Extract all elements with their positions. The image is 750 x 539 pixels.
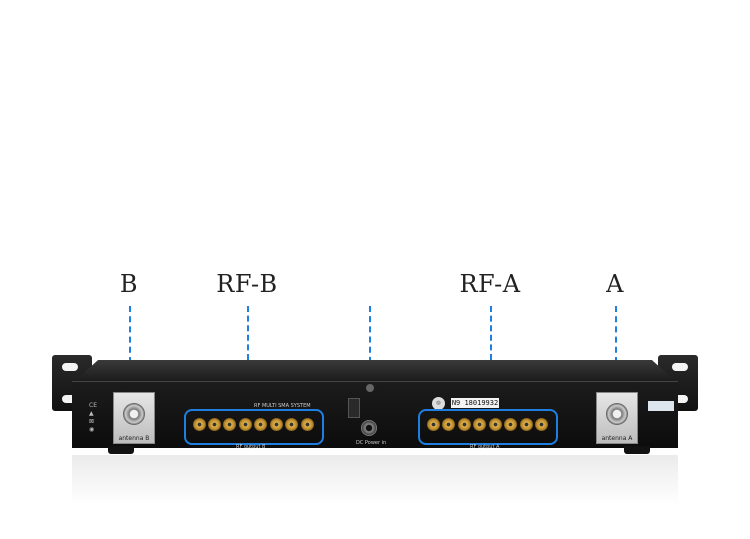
system-label: RF MULTI SMA SYSTEM <box>254 403 311 409</box>
sma-connector[interactable] <box>239 418 252 431</box>
sma-connector[interactable] <box>254 418 267 431</box>
power-jack-icon[interactable] <box>361 420 377 436</box>
sma-connector[interactable] <box>535 418 548 431</box>
info-icon: ◉ <box>89 426 95 433</box>
sma-connector[interactable] <box>489 418 502 431</box>
serial-number: N9 18019932 <box>451 398 499 408</box>
antenna-a-label: antenna A <box>601 435 633 442</box>
bnc-connector-icon <box>123 403 145 425</box>
brand-logo-icon: ◎ <box>432 397 445 410</box>
sma-connector[interactable] <box>473 418 486 431</box>
rf-output-a-group <box>418 409 558 445</box>
callout-line-rf-a <box>490 306 492 408</box>
sma-connector[interactable] <box>223 418 236 431</box>
sma-connector[interactable] <box>270 418 283 431</box>
rf-output-b-label: RF output B <box>236 444 266 450</box>
certification-icons: CE ▲ ⊠ ◉ <box>89 402 103 434</box>
chassis-top <box>74 360 676 382</box>
sma-connector[interactable] <box>193 418 206 431</box>
power-label: DC Power in <box>356 440 387 446</box>
power-switch[interactable] <box>348 398 360 418</box>
antenna-b-label: antenna B <box>118 435 150 442</box>
rf-output-b-group <box>184 409 324 445</box>
sma-connector[interactable] <box>285 418 298 431</box>
reflection <box>72 455 678 505</box>
rack-hole <box>62 395 78 403</box>
foot <box>624 446 650 454</box>
sma-connector[interactable] <box>442 418 455 431</box>
sma-connector[interactable] <box>504 418 517 431</box>
antenna-b-port[interactable]: antenna B <box>113 392 155 444</box>
bnc-connector-icon <box>606 403 628 425</box>
weee-bin-icon: ⊠ <box>89 418 95 425</box>
sma-connector[interactable] <box>458 418 471 431</box>
foot <box>108 446 134 454</box>
callout-label-a: A <box>606 270 624 298</box>
rack-hole <box>672 363 688 371</box>
sma-connector[interactable] <box>427 418 440 431</box>
sma-connector[interactable] <box>520 418 533 431</box>
antenna-a-port[interactable]: antenna A <box>596 392 638 444</box>
callout-label-b: B <box>119 270 139 298</box>
rack-hole <box>62 363 78 371</box>
sma-connector[interactable] <box>301 418 314 431</box>
ce-mark-icon: CE <box>89 402 97 409</box>
callout-line-rf-b <box>247 306 249 408</box>
sma-connector[interactable] <box>208 418 221 431</box>
rack-hole <box>672 395 688 403</box>
recycle-icon: ▲ <box>89 410 94 417</box>
callout-label-rf-a: RF-A <box>459 270 521 298</box>
screw <box>366 384 374 392</box>
rf-output-a-label: RF output A <box>470 444 500 450</box>
compliance-sticker <box>648 401 674 411</box>
callout-label-rf-b: RF-B <box>216 270 278 298</box>
rear-panel <box>72 381 678 448</box>
